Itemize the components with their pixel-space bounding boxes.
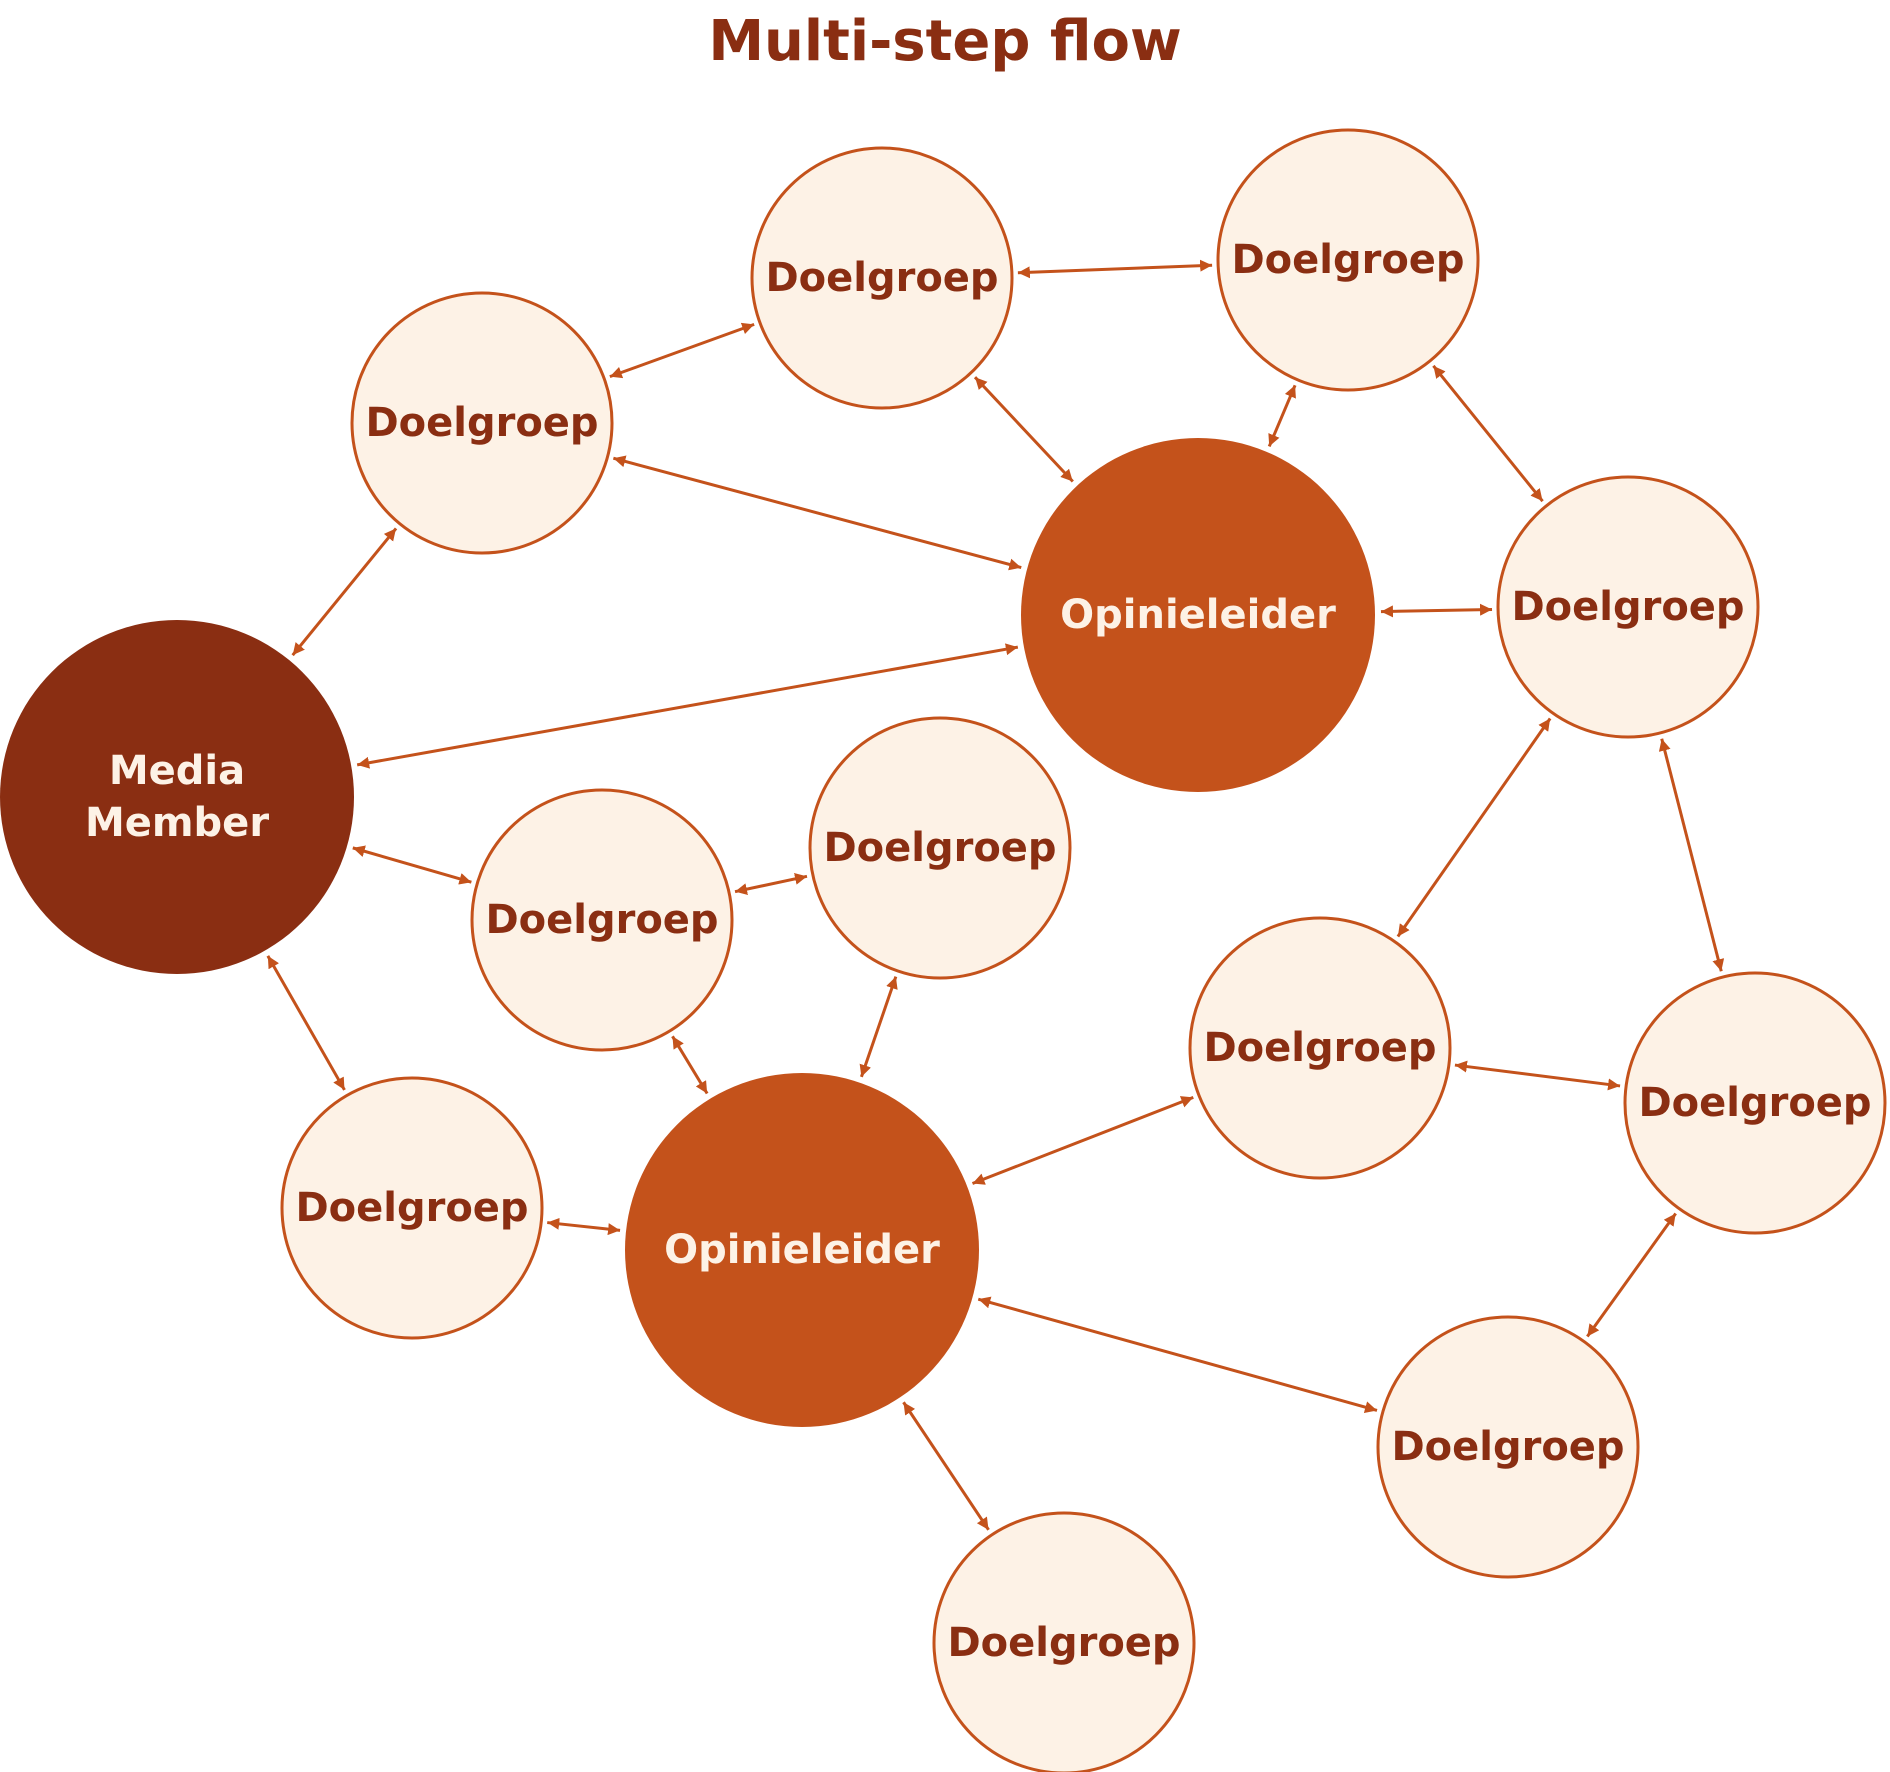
node-t9: Doelgroep	[1623, 971, 1887, 1235]
node-t8: Doelgroep	[1188, 916, 1452, 1180]
node-t2: Doelgroep	[750, 146, 1014, 410]
edge-leader1-t4	[1380, 603, 1493, 618]
node-label-t7: Doelgroep	[295, 1185, 528, 1231]
node-leader1: Opinieleider	[1021, 438, 1375, 792]
edge-leader2-t10	[977, 1296, 1378, 1414]
node-label-t11: Doelgroep	[947, 1620, 1180, 1666]
edge-leader2-t11	[902, 1401, 990, 1531]
node-circle-leader1	[1021, 438, 1375, 792]
node-label-leader1: Opinieleider	[1060, 592, 1336, 638]
edge-t1-media	[291, 527, 398, 657]
edge-t1-leader1	[612, 455, 1022, 571]
node-label-t1: Doelgroep	[365, 400, 598, 446]
node-circle-t4	[1496, 475, 1760, 739]
node-circle-t5	[470, 788, 734, 1052]
node-circle-t10	[1376, 1315, 1640, 1579]
node-circle-t1	[350, 291, 614, 555]
edge-media-t5	[352, 845, 472, 885]
node-circle-leader2	[625, 1073, 979, 1427]
node-t6: Doelgroep	[808, 716, 1072, 980]
edge-t7-leader2	[547, 1217, 621, 1236]
edge-t2-leader1	[973, 376, 1074, 483]
node-circle-t8	[1188, 916, 1452, 1180]
edge-leader1-media	[356, 643, 1019, 769]
node-t11: Doelgroep	[932, 1511, 1196, 1772]
edge-t4-t8	[1396, 717, 1552, 938]
node-t10: Doelgroep	[1376, 1315, 1640, 1579]
node-circle-t9	[1623, 971, 1887, 1235]
edge-t2-t3	[1017, 259, 1213, 279]
node-label-t8: Doelgroep	[1203, 1025, 1436, 1071]
node-label-t9: Doelgroep	[1638, 1080, 1871, 1126]
node-t1: Doelgroep	[350, 291, 614, 555]
node-label-leader2: Opinieleider	[664, 1227, 940, 1273]
node-label-media: Media	[109, 748, 245, 794]
node-label-t2: Doelgroep	[765, 255, 998, 301]
diagram-title: Multi-step flow	[708, 9, 1181, 74]
edges	[266, 259, 1725, 1531]
edge-t3-leader1	[1267, 384, 1297, 448]
node-circle-t6	[808, 716, 1072, 980]
node-label-t3: Doelgroep	[1231, 237, 1464, 283]
node-circle-t3	[1216, 128, 1480, 392]
edge-media-t7	[266, 955, 346, 1091]
node-label-t4: Doelgroep	[1511, 584, 1744, 630]
edge-t9-t10	[1586, 1212, 1677, 1338]
nodes: MediaMemberOpinieleiderOpinieleiderDoelg…	[0, 128, 1887, 1772]
node-label-t5: Doelgroep	[485, 897, 718, 943]
node-t5: Doelgroep	[470, 788, 734, 1052]
node-t7: Doelgroep	[280, 1076, 544, 1340]
node-label-t10: Doelgroep	[1391, 1424, 1624, 1470]
node-t4: Doelgroep	[1496, 475, 1760, 739]
edge-t5-leader2	[671, 1035, 709, 1095]
edge-t5-t6	[734, 872, 808, 896]
edge-t3-t4	[1432, 364, 1544, 503]
node-circle-media	[0, 620, 354, 974]
node-circle-t7	[280, 1076, 544, 1340]
node-t3: Doelgroep	[1216, 128, 1480, 392]
node-leader2: Opinieleider	[625, 1073, 979, 1427]
edge-t8-t9	[1454, 1060, 1621, 1091]
edge-leader2-t8	[971, 1096, 1194, 1185]
edge-t6-leader2	[859, 976, 898, 1078]
edge-t4-t9	[1658, 738, 1725, 972]
node-circle-t11	[932, 1511, 1196, 1772]
node-label-t6: Doelgroep	[823, 825, 1056, 871]
node-label-media: Member	[85, 800, 269, 846]
edge-t1-t2	[609, 322, 755, 379]
node-circle-t2	[750, 146, 1014, 410]
